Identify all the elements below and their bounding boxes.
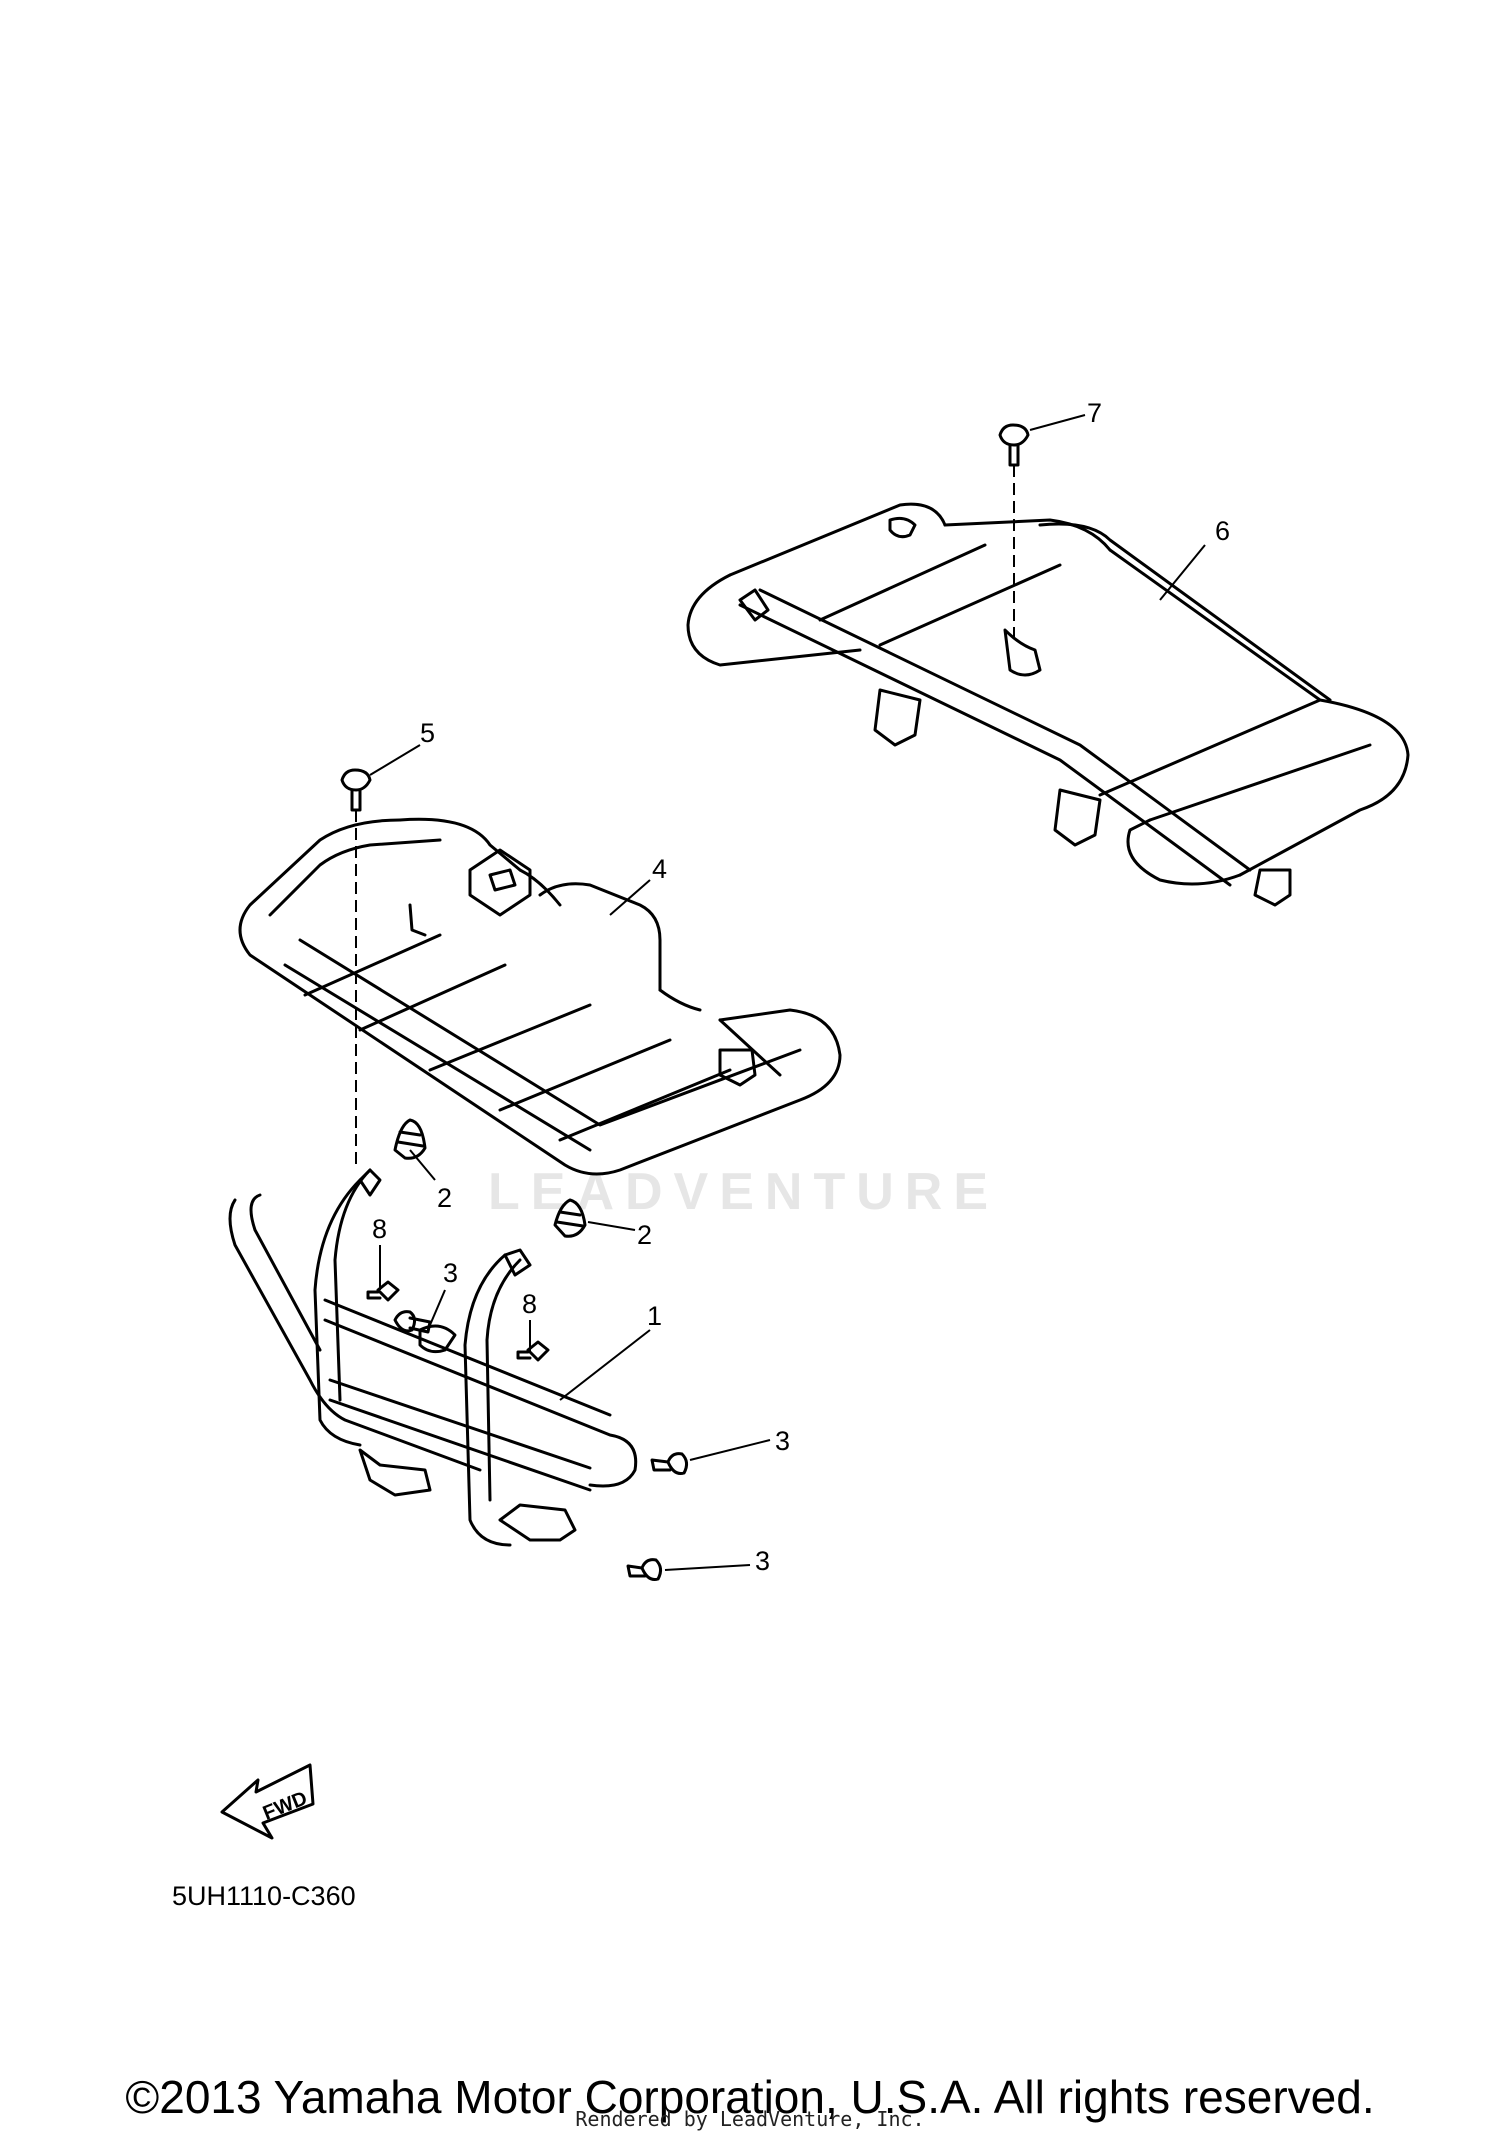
callout-2b: 2 (637, 1220, 652, 1250)
watermark-text: LEADVENTURE (488, 1163, 1000, 1221)
leader-5 (369, 744, 421, 776)
front-carrier (238, 817, 842, 1176)
leader-3a (429, 1289, 446, 1326)
leader-2b (587, 1221, 636, 1231)
diagram-code: 5UH1110-C360 (172, 1881, 356, 1911)
bolt-5 (340, 768, 372, 812)
bolt-3c (626, 1558, 663, 1581)
leader-1 (559, 1329, 651, 1401)
leader-4 (609, 879, 651, 916)
callout-5: 5 (420, 718, 435, 748)
leader-6 (1159, 544, 1206, 601)
rear-carrier (686, 502, 1410, 907)
leader-7 (1029, 414, 1086, 431)
fwd-arrow-icon: FWD (220, 1763, 315, 1840)
callout-3b: 3 (775, 1426, 790, 1456)
callout-4: 4 (652, 854, 667, 884)
damper-right (553, 1198, 587, 1238)
callout-3a: 3 (443, 1258, 458, 1288)
leader-3b (689, 1439, 771, 1461)
callout-2a: 2 (437, 1183, 452, 1213)
bolt-8a (366, 1280, 400, 1302)
leader-2a (409, 1149, 436, 1181)
bolt-7 (998, 423, 1030, 467)
callout-8a: 8 (372, 1214, 387, 1244)
bolt-3a (393, 1310, 432, 1334)
bolt-8b (516, 1340, 550, 1362)
callout-1: 1 (647, 1301, 662, 1331)
callout-6: 6 (1215, 516, 1230, 546)
callout-7: 7 (1087, 398, 1102, 428)
callout-3c: 3 (755, 1546, 770, 1576)
rendered-by-text: Rendered by LeadVenture, Inc. (575, 2107, 925, 2131)
bolt-3b (650, 1452, 689, 1475)
copyright-notice: ©2013 Yamaha Motor Corporation, U.S.A. A… (125, 2071, 1375, 2123)
callout-8b: 8 (522, 1289, 537, 1319)
front-guard (228, 1168, 638, 1547)
leader-3c (664, 1564, 751, 1571)
damper-left (393, 1118, 427, 1160)
